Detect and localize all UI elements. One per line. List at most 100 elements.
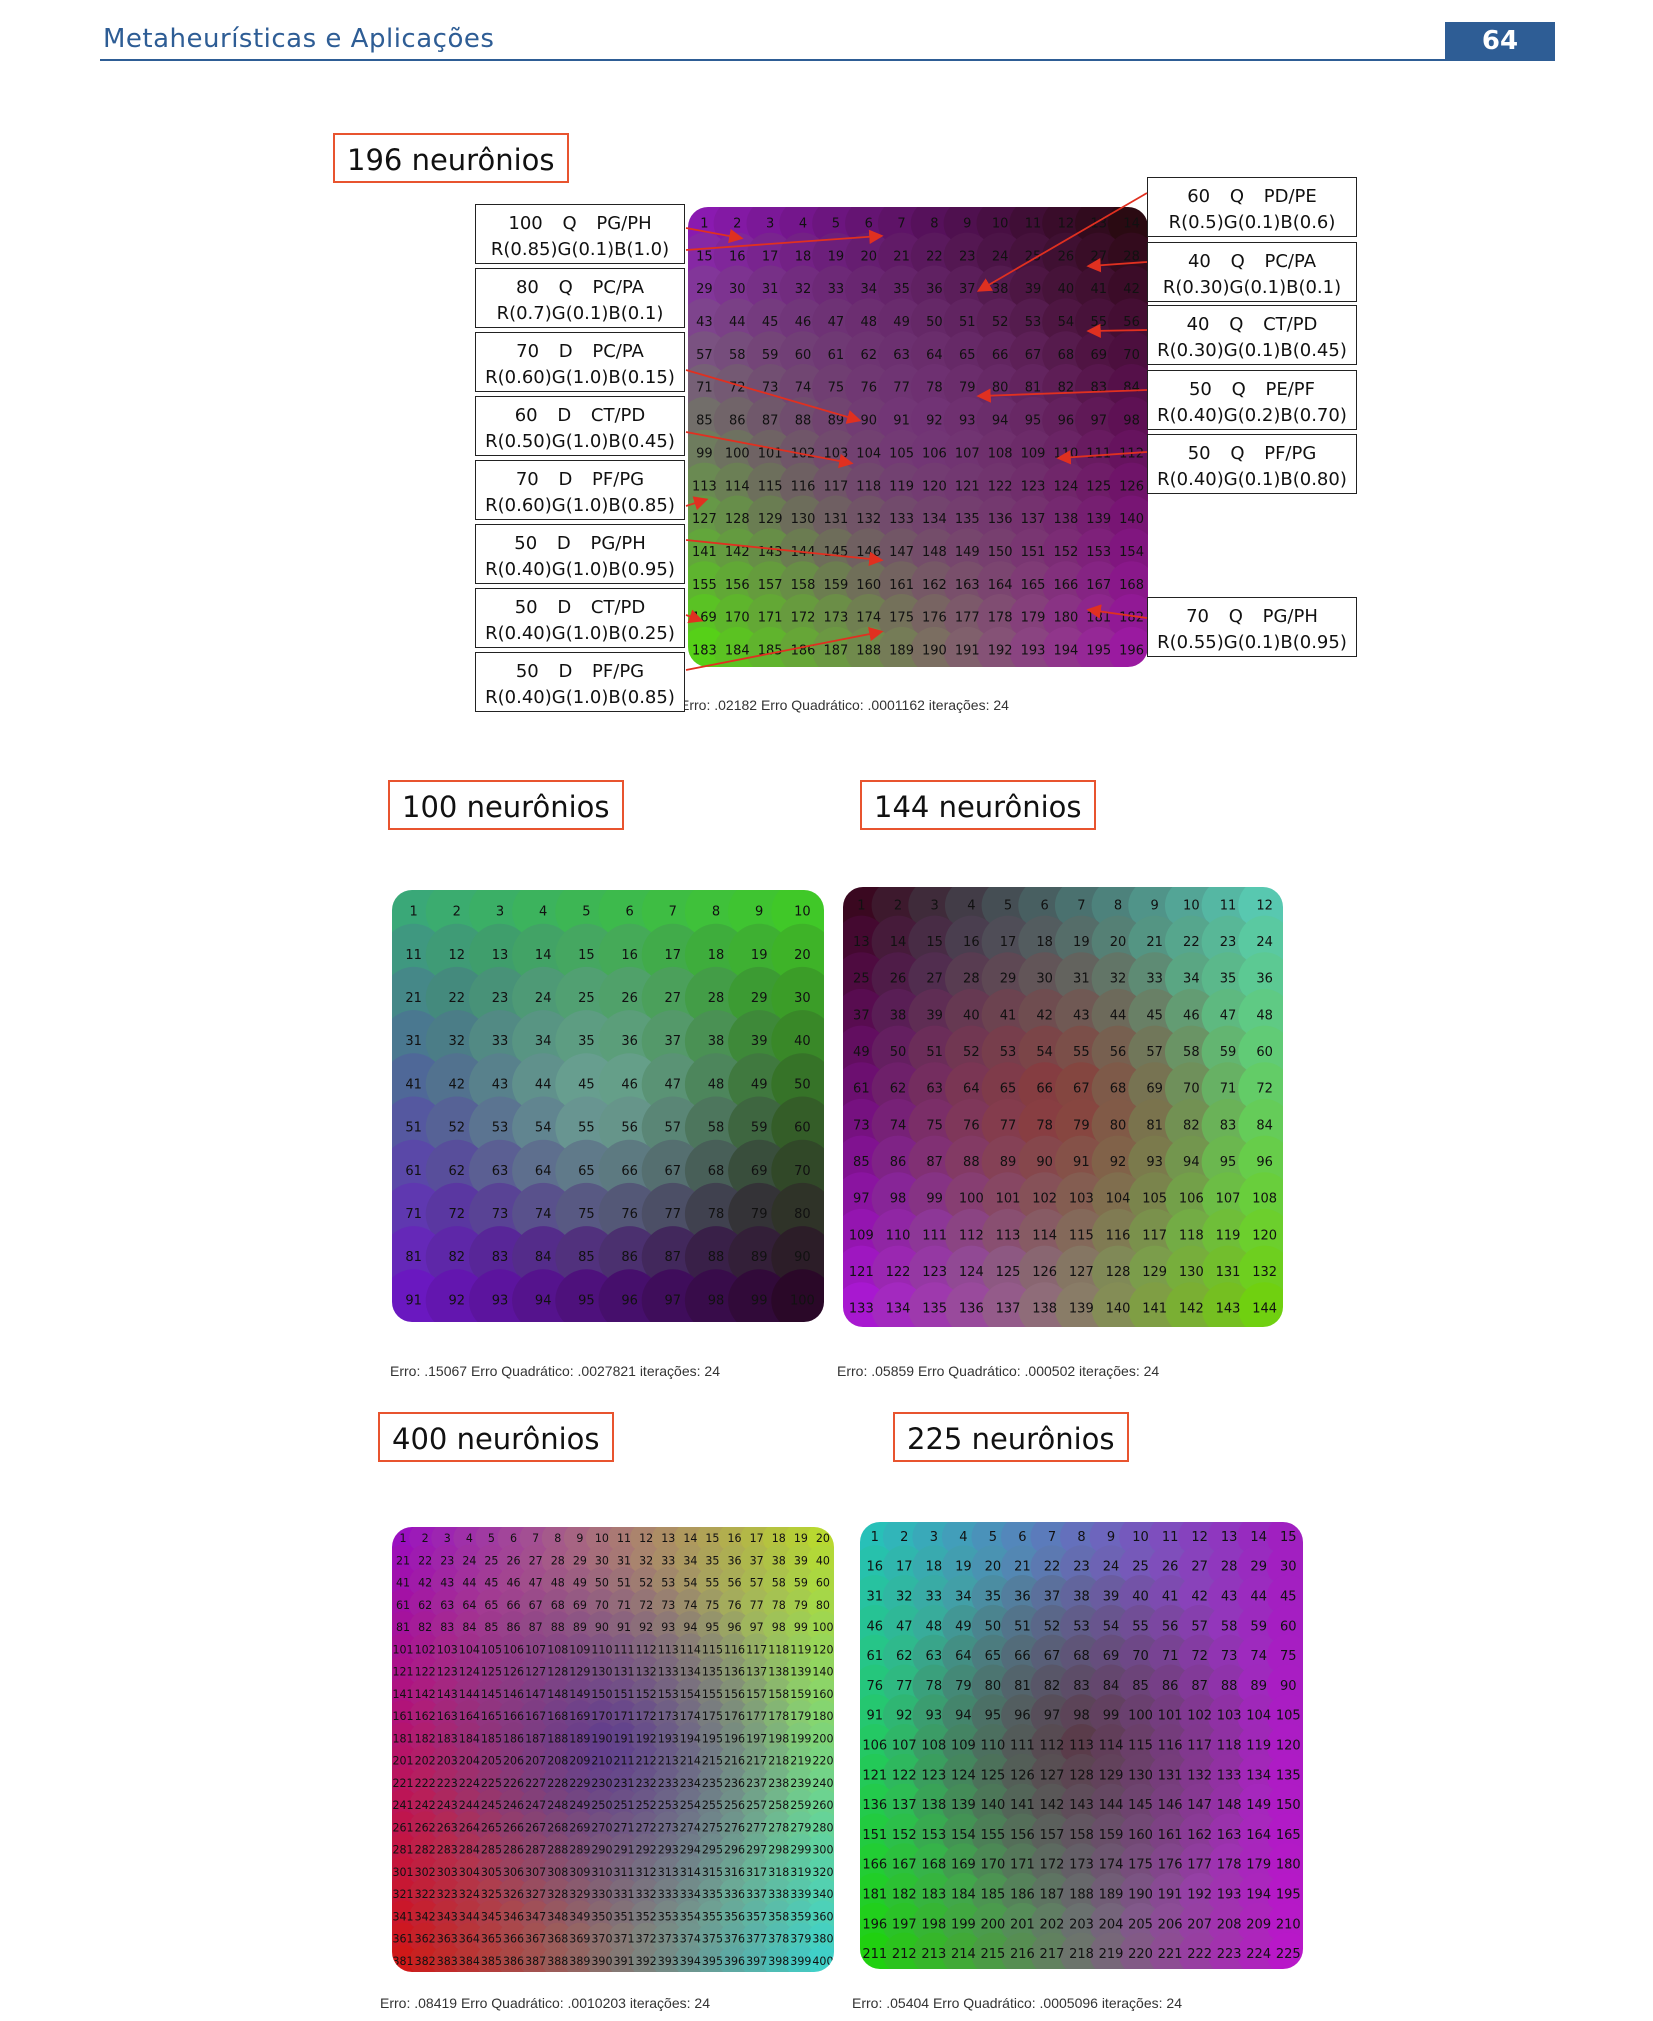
neuron-index-label: 139: [790, 1666, 811, 1679]
neuron-index-label: 89: [1250, 1679, 1267, 1694]
neuron-index-label: 14: [890, 935, 907, 950]
neuron-index-label: 149: [569, 1688, 590, 1701]
neuron-index-label: 250: [591, 1799, 612, 1812]
neuron-cell: [1266, 1843, 1303, 1887]
neuron-cell: [882, 1843, 926, 1887]
neuron-cell: [845, 561, 893, 609]
neuron-index-label: 74: [890, 1118, 907, 1133]
neuron-index-label: 93: [661, 1621, 675, 1634]
neuron-index-label: 21: [405, 991, 422, 1006]
neuron-cell: [1164, 1282, 1218, 1327]
neuron-index-label: 266: [503, 1821, 524, 1834]
neuron-cell: [585, 1544, 618, 1577]
neuron-index-label: 58: [708, 1121, 725, 1136]
neuron-index-label: 199: [951, 1917, 976, 1932]
neuron-index-label: 110: [980, 1739, 1005, 1754]
neuron-index-label: 251: [614, 1799, 635, 1812]
neuron-cell: [1054, 988, 1108, 1042]
neuron-index-label: 204: [1099, 1917, 1124, 1932]
neuron-cell: [910, 626, 959, 667]
neuron-index-label: 320: [812, 1866, 833, 1879]
neuron-index-label: 65: [578, 1164, 595, 1179]
neuron-cell: [944, 1025, 998, 1079]
neuron-cell: [696, 1878, 729, 1911]
neuron-index-label: 39: [1103, 1590, 1120, 1605]
neuron-cell: [871, 1135, 925, 1189]
neuron-index-label: 115: [1069, 1228, 1094, 1243]
neuron-cell: [882, 1724, 926, 1767]
neuron-index-label: 192: [988, 644, 1013, 659]
neuron-index-label: 161: [1158, 1828, 1183, 1843]
neuron-index-label: 377: [746, 1933, 767, 1946]
neuron-index-label: 38: [1073, 1590, 1090, 1605]
neuron-index-label: 85: [853, 1155, 870, 1170]
neuron-index-label: 131: [1216, 1265, 1241, 1280]
neuron-cell: [812, 331, 860, 379]
neuron-index-label: 104: [459, 1643, 480, 1656]
neuron-index-label: 48: [926, 1619, 943, 1634]
neuron-index-label: 234: [680, 1777, 701, 1790]
neuron-index-label: 73: [492, 1207, 509, 1222]
neuron-index-label: 92: [896, 1709, 913, 1724]
neuron-cell: [1000, 1753, 1044, 1797]
neuron-index-label: 142: [1179, 1302, 1204, 1317]
neuron-cell: [746, 626, 794, 667]
neuron-index-label: 246: [503, 1799, 524, 1812]
neuron-index-label: 33: [661, 1554, 675, 1567]
neuron-cell: [845, 232, 893, 280]
neuron-index-label: 89: [828, 414, 845, 429]
neuron-index-label: 128: [1106, 1265, 1131, 1280]
neuron-index-label: 81: [1025, 381, 1042, 396]
neuron-cell: [1075, 364, 1123, 412]
neuron-cell: [541, 1527, 574, 1555]
neuron-index-label: 47: [1220, 1008, 1237, 1023]
neuron-index-label: 64: [963, 1082, 980, 1097]
neuron-cell: [812, 495, 860, 543]
neuron-index-label: 221: [393, 1777, 414, 1790]
neuron-cell: [845, 331, 893, 379]
neuron-cell: [981, 915, 1035, 969]
neuron-index-label: 172: [791, 611, 816, 626]
neuron-index-label: 8: [712, 905, 720, 920]
neuron-cell: [1060, 1694, 1103, 1738]
neuron-cell: [541, 1588, 574, 1621]
neuron-cell: [784, 1566, 817, 1599]
neuron-index-label: 156: [1010, 1828, 1035, 1843]
neuron-index-label: 49: [893, 315, 910, 330]
neuron-index-label: 143: [1216, 1302, 1241, 1317]
neuron-index-label: 181: [393, 1732, 414, 1745]
neuron-index-label: 147: [889, 545, 914, 560]
neuron-cell: [453, 1766, 486, 1799]
neuron-index-label: 79: [794, 1599, 808, 1612]
neuron-index-label: 270: [591, 1821, 612, 1834]
neuron-cell: [1238, 952, 1283, 1006]
neuron-cell: [519, 1878, 552, 1911]
neuron-cell: [771, 1226, 824, 1289]
neuron-cell: [944, 1172, 998, 1226]
neuron-cell: [497, 1544, 530, 1577]
neuron-index-label: 342: [415, 1910, 436, 1923]
neuron-cell: [871, 1098, 925, 1152]
neuron-cell: [652, 1789, 685, 1822]
neuron-cell: [1128, 1135, 1182, 1189]
neuron-cell: [1148, 1634, 1192, 1678]
neuron-cell: [1042, 626, 1090, 667]
neuron-index-label: 48: [1256, 1008, 1273, 1023]
neuron-index-label: 189: [569, 1732, 590, 1745]
neuron-index-label: 341: [393, 1910, 414, 1923]
neuron-index-label: 352: [636, 1910, 657, 1923]
neuron-index-label: 113: [692, 479, 717, 494]
neuron-cell: [1089, 1604, 1133, 1648]
neuron-cell: [392, 890, 445, 943]
neuron-cell: [674, 1789, 707, 1822]
neuron-cell: [718, 1722, 751, 1755]
neuron-index-label: 339: [790, 1888, 811, 1901]
neuron-cell: [728, 1226, 791, 1289]
neuron-cell: [871, 915, 925, 969]
neuron-cell: [1237, 1753, 1281, 1797]
neuron-index-label: 61: [405, 1164, 422, 1179]
neuron-index-label: 59: [751, 1121, 768, 1136]
neuron-index-label: 292: [636, 1844, 657, 1857]
neuron-index-label: 127: [1069, 1265, 1094, 1280]
neuron-index-label: 158: [1069, 1828, 1094, 1843]
